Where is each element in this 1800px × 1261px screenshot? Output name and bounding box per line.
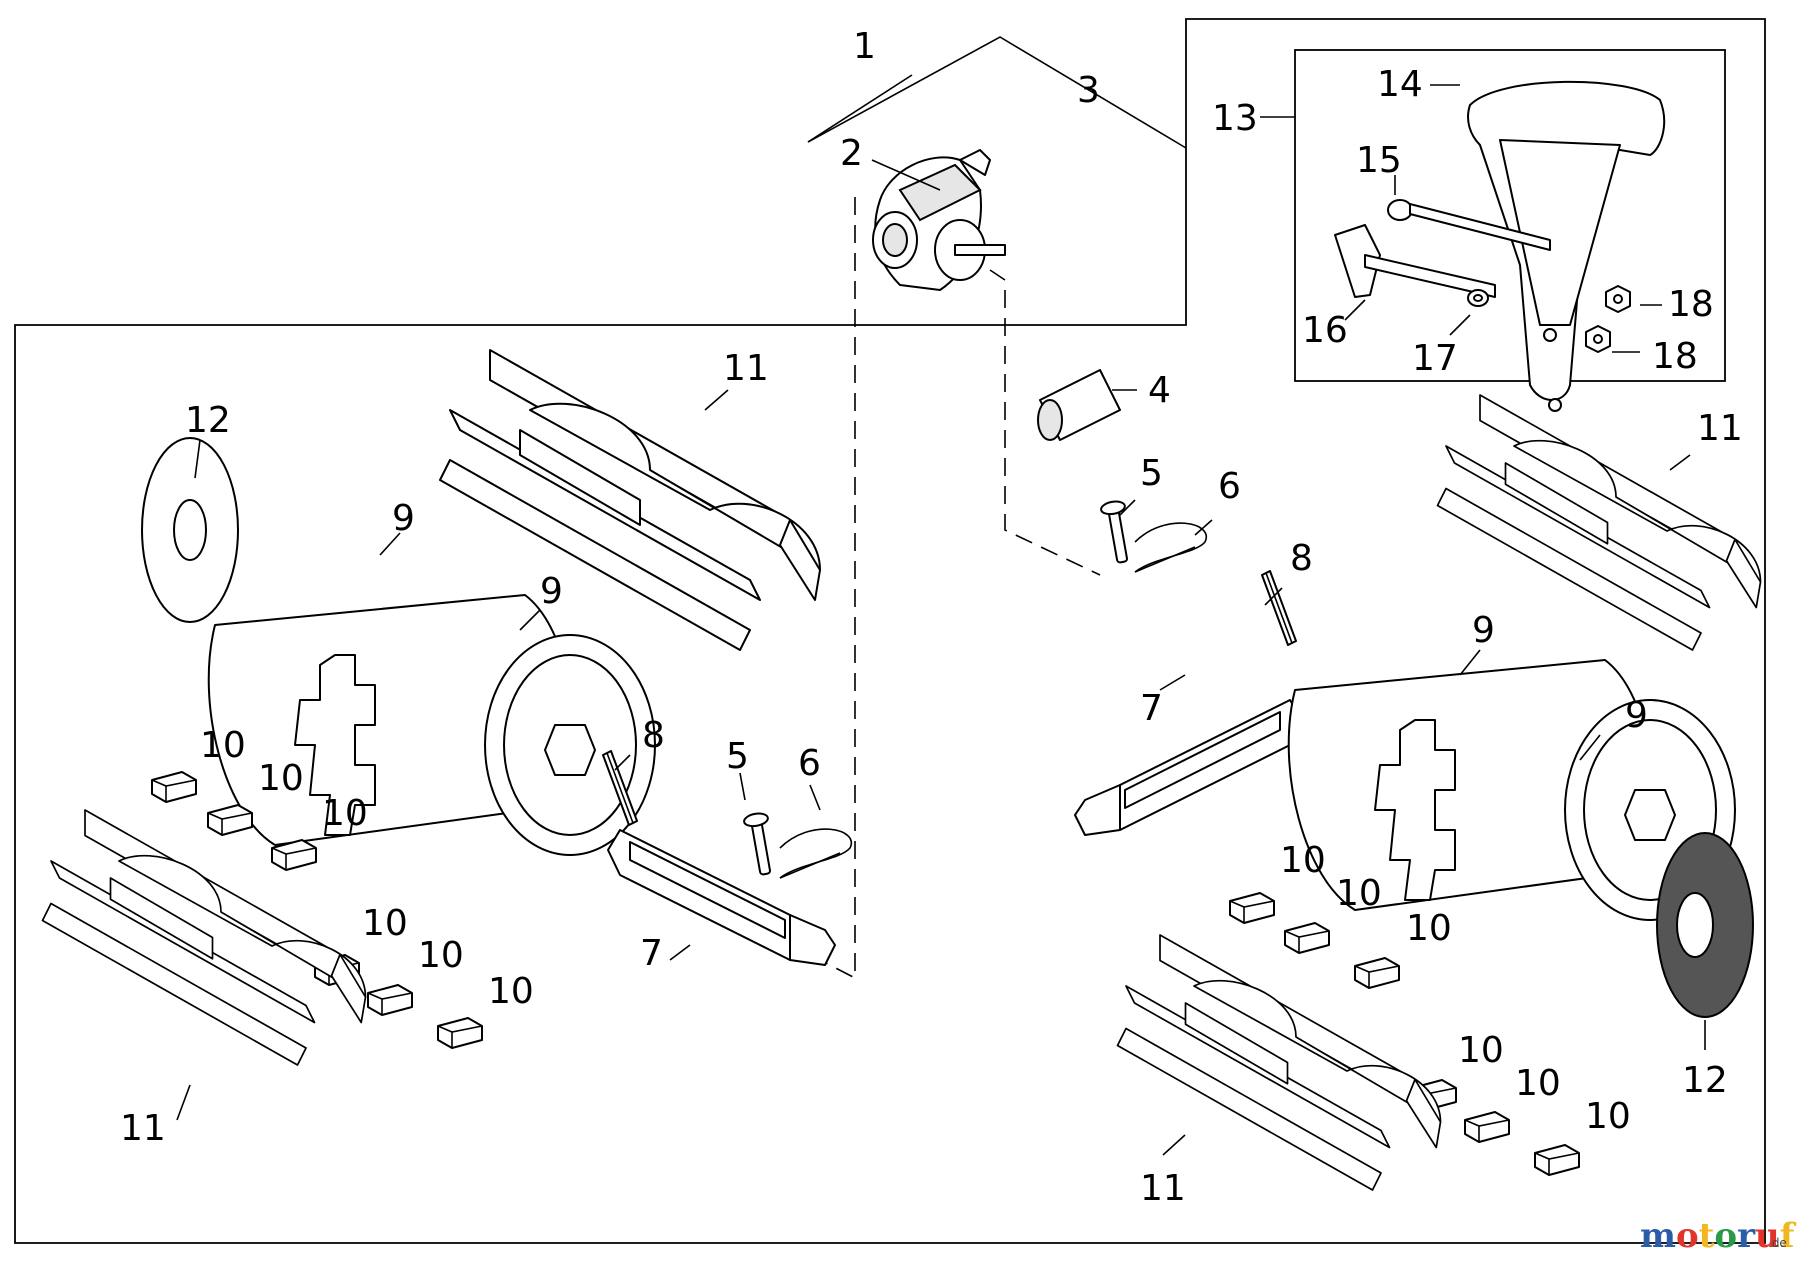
key-10-r1	[1229, 892, 1275, 924]
bolt-15	[1387, 199, 1551, 251]
callout-8-right: 8	[1290, 538, 1313, 579]
key-10-r3	[1354, 957, 1400, 989]
callout-14: 14	[1377, 64, 1423, 105]
watermark-letter: f	[1780, 1216, 1797, 1256]
disc-12-left	[141, 437, 239, 623]
main-assembly-frame	[14, 18, 1766, 1244]
watermark-letter: o	[1676, 1216, 1699, 1256]
callout-8-left: 8	[642, 715, 665, 756]
callout-11-top-right: 11	[1697, 408, 1743, 449]
leader-lines	[176, 84, 1706, 1156]
right-dash-line	[989, 269, 1101, 576]
nut-18a	[1605, 285, 1631, 313]
callout-10-r5: 10	[1515, 1063, 1561, 1104]
drum-9-left	[207, 594, 656, 856]
gearbox	[872, 149, 1006, 291]
callout-10-r1: 10	[1280, 840, 1326, 881]
callout-5-left: 5	[726, 736, 749, 777]
leader-1-2	[807, 74, 913, 143]
key-10-r5	[1464, 1111, 1510, 1143]
shaft-7-right	[1074, 699, 1303, 836]
callout-9-left-a: 9	[392, 498, 415, 539]
callout-10-l4: 10	[362, 903, 408, 944]
leader-1	[807, 36, 1187, 149]
key-10-l6	[437, 1017, 483, 1049]
callout-13: 13	[1212, 98, 1258, 139]
callout-10-r4: 10	[1458, 1030, 1504, 1071]
callout-6-left: 6	[798, 743, 821, 784]
callout-10-r6: 10	[1585, 1096, 1631, 1137]
callout-10-l6: 10	[488, 971, 534, 1012]
key-10-r6	[1534, 1144, 1580, 1176]
svg-text:motoruf: motoruf	[1640, 1216, 1797, 1256]
callout-2: 2	[840, 133, 863, 174]
callout-5-right: 5	[1140, 453, 1163, 494]
callout-10-l3: 10	[322, 793, 368, 834]
callout-10-l5: 10	[418, 935, 464, 976]
watermark-letter: r	[1737, 1216, 1756, 1256]
callout-1: 1	[853, 26, 876, 67]
left-dash-line	[819, 197, 856, 980]
key-10-l5	[367, 984, 413, 1016]
callout-18-b: 18	[1652, 336, 1698, 377]
handle-kit-frame	[1294, 49, 1726, 382]
callout-15: 15	[1356, 140, 1402, 181]
callout-11-bottom-left: 11	[120, 1108, 166, 1149]
knob-bolt-16	[1334, 224, 1496, 298]
cotter-8-right	[1261, 570, 1297, 646]
callout-10-r2: 10	[1336, 873, 1382, 914]
callout-11-top-left: 11	[723, 348, 769, 389]
callout-9-left-b: 9	[540, 571, 563, 612]
callout-4: 4	[1148, 370, 1171, 411]
watermark-letter: o	[1714, 1216, 1737, 1256]
callout-11-bottom-right: 11	[1140, 1168, 1186, 1209]
key-10-l2	[207, 804, 253, 836]
callout-12-left: 12	[185, 400, 231, 441]
disc-12-right	[1656, 832, 1754, 1018]
watermark-suffix: .de	[1768, 1236, 1787, 1250]
watermark-letter: t	[1699, 1216, 1715, 1256]
callout-18-a: 18	[1668, 284, 1714, 325]
callout-labels: 1 2 3 4 5 6 8 7 9 9 11 12 13 14 15 16 17…	[120, 26, 1743, 1209]
washer-17	[1467, 289, 1489, 307]
watermark-logo: motoruf .de	[1640, 1216, 1797, 1256]
watermark-letter: m	[1640, 1216, 1676, 1256]
callout-6-right: 6	[1218, 466, 1241, 507]
callout-7-right: 7	[1140, 688, 1163, 729]
shell-11-bottom-left	[41, 809, 367, 1066]
bushing-4	[1037, 369, 1121, 441]
nut-18b	[1585, 325, 1611, 353]
handle-14	[1467, 80, 1666, 412]
callout-7-left: 7	[640, 933, 663, 974]
hairpin-6-right	[1134, 522, 1208, 573]
watermark-letter: u	[1755, 1216, 1780, 1256]
callout-16: 16	[1302, 310, 1348, 351]
callout-3: 3	[1077, 70, 1100, 111]
callout-10-l2: 10	[258, 758, 304, 799]
callout-12-right: 12	[1682, 1060, 1728, 1101]
key-10-l1	[151, 771, 197, 803]
pin-5-right	[1099, 498, 1136, 566]
key-10-r2	[1284, 922, 1330, 954]
hairpin-6-left	[779, 828, 853, 879]
callout-9-right-a: 9	[1472, 610, 1495, 651]
callout-17: 17	[1412, 338, 1458, 379]
callout-10-l1: 10	[200, 725, 246, 766]
callout-10-r3: 10	[1406, 908, 1452, 949]
callout-9-right-b: 9	[1625, 695, 1648, 736]
pin-5-left	[742, 810, 779, 878]
